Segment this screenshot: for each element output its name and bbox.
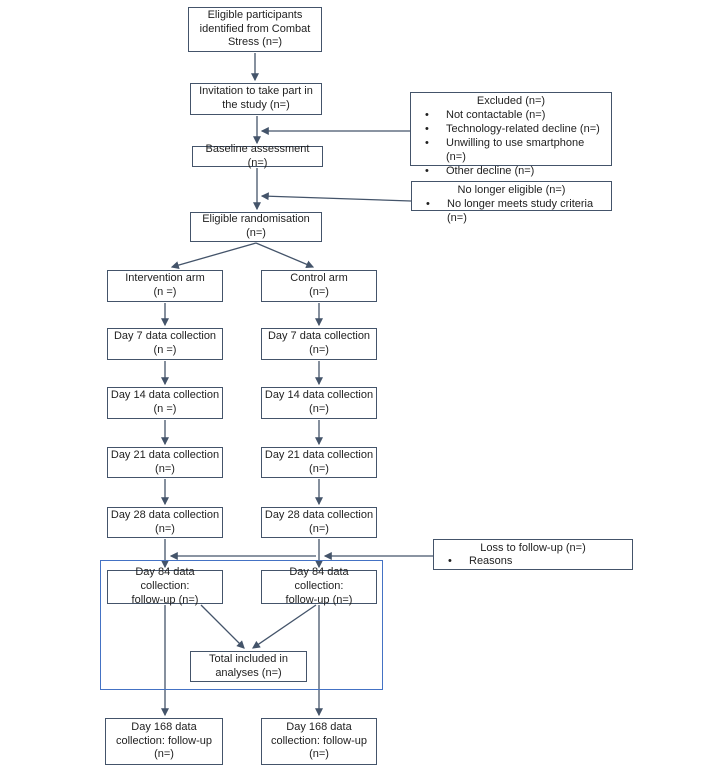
box-day14-intervention-label: Day 14 data collection (n =) [110, 389, 220, 415]
bullet-icon: • [425, 164, 429, 177]
box-day7-intervention: Day 7 data collection (n =) [107, 328, 223, 360]
loss-to-followup-item: • Reasons [440, 555, 626, 568]
excluded-item-label: Other decline (n=) [446, 164, 535, 177]
box-day7-control: Day 7 data collection (n=) [261, 328, 377, 360]
box-day28-control-label: Day 28 data collection (n=) [264, 508, 374, 535]
excluded-item-label: Technology-related decline (n=) [446, 122, 600, 135]
box-day84-control-label: Day 84 data collection: follow-up (n=) [285, 566, 353, 606]
excluded-item-label: Unwilling to use smartphone (n=) [446, 136, 585, 163]
box-control-arm: Control arm (n=) [261, 270, 377, 302]
excluded-item: • Unwilling to use smartphone (n=) [417, 137, 605, 165]
box-day7-control-label: Day 7 data collection (n=) [267, 330, 371, 356]
box-day21-control: Day 21 data collection (n=) [261, 447, 377, 478]
bullet-icon: • [425, 122, 429, 135]
box-intervention-arm-label: Intervention arm (n =) [125, 272, 205, 298]
box-eligible-participants: Eligible participants identified from Co… [188, 7, 322, 52]
box-day28-intervention-label: Day 28 data collection (n=) [110, 508, 220, 535]
box-baseline-assessment-label: Baseline assessment (n=) [205, 142, 310, 169]
box-control-arm-label: Control arm (n=) [290, 272, 348, 298]
box-invitation-label: Invitation to take part in the study (n=… [199, 85, 313, 111]
bullet-icon: • [425, 136, 429, 149]
bullet-icon: • [448, 555, 452, 568]
box-excluded: Excluded (n=) • Not contactable (n=) • T… [410, 92, 612, 177]
excluded-item: • Not contactable (n=) [417, 109, 605, 123]
box-day168-control: Day 168 data collection: follow-up (n=) [261, 718, 377, 765]
box-day84-control: Day 84 data collection: follow-up (n=) [261, 566, 377, 606]
analysis-highlight-rect [100, 560, 383, 690]
box-eligible-participants-label: Eligible participants identified from Co… [199, 8, 311, 49]
excluded-item-label: Not contactable (n=) [446, 108, 546, 121]
box-no-longer-eligible: No longer eligible (n=) • No longer meet… [411, 181, 612, 224]
box-loss-to-followup: Loss to follow-up (n=) • Reasons [433, 539, 633, 570]
box-eligible-randomisation: Eligible randomisation (n=) [190, 212, 322, 242]
no-longer-eligible-item: • No longer meets study criteria (n=) [418, 198, 605, 226]
box-eligible-randomisation-label: Eligible randomisation (n=) [202, 213, 310, 239]
box-day21-control-label: Day 21 data collection (n=) [264, 448, 374, 475]
box-day28-control: Day 28 data collection (n=) [261, 507, 377, 538]
box-day21-intervention-label: Day 21 data collection (n=) [110, 448, 220, 475]
excluded-item: • Technology-related decline (n=) [417, 123, 605, 137]
box-invitation: Invitation to take part in the study (n=… [190, 83, 322, 115]
box-day28-intervention: Day 28 data collection (n=) [107, 507, 223, 538]
no-longer-eligible-title: No longer eligible (n=) [457, 184, 566, 196]
bullet-icon: • [426, 197, 430, 210]
box-day84-intervention: Day 84 data collection: follow-up (n=) [107, 566, 223, 606]
no-longer-eligible-item-label: No longer meets study criteria (n=) [447, 197, 594, 224]
box-day14-intervention: Day 14 data collection (n =) [107, 387, 223, 419]
box-baseline-assessment: Baseline assessment (n=) [192, 143, 323, 169]
box-day168-control-label: Day 168 data collection: follow-up (n=) [271, 720, 367, 761]
box-total-analyses: Total included in analyses (n=) [190, 651, 307, 682]
box-day14-control: Day 14 data collection (n=) [261, 387, 377, 419]
box-day14-control-label: Day 14 data collection (n=) [264, 389, 374, 415]
box-total-analyses-label: Total included in analyses (n=) [209, 652, 288, 679]
loss-to-followup-title: Loss to follow-up (n=) [480, 542, 586, 554]
box-day7-intervention-label: Day 7 data collection (n =) [113, 330, 217, 356]
excluded-item: • Other decline (n=) [417, 165, 605, 179]
excluded-title: Excluded (n=) [476, 95, 546, 107]
bullet-icon: • [425, 108, 429, 121]
box-day168-intervention-label: Day 168 data collection: follow-up (n=) [116, 720, 212, 761]
loss-to-followup-item-label: Reasons [469, 555, 513, 568]
box-day168-intervention: Day 168 data collection: follow-up (n=) [105, 718, 223, 765]
box-day21-intervention: Day 21 data collection (n=) [107, 447, 223, 478]
box-day84-intervention-label: Day 84 data collection: follow-up (n=) [131, 566, 199, 606]
box-intervention-arm: Intervention arm (n =) [107, 270, 223, 302]
